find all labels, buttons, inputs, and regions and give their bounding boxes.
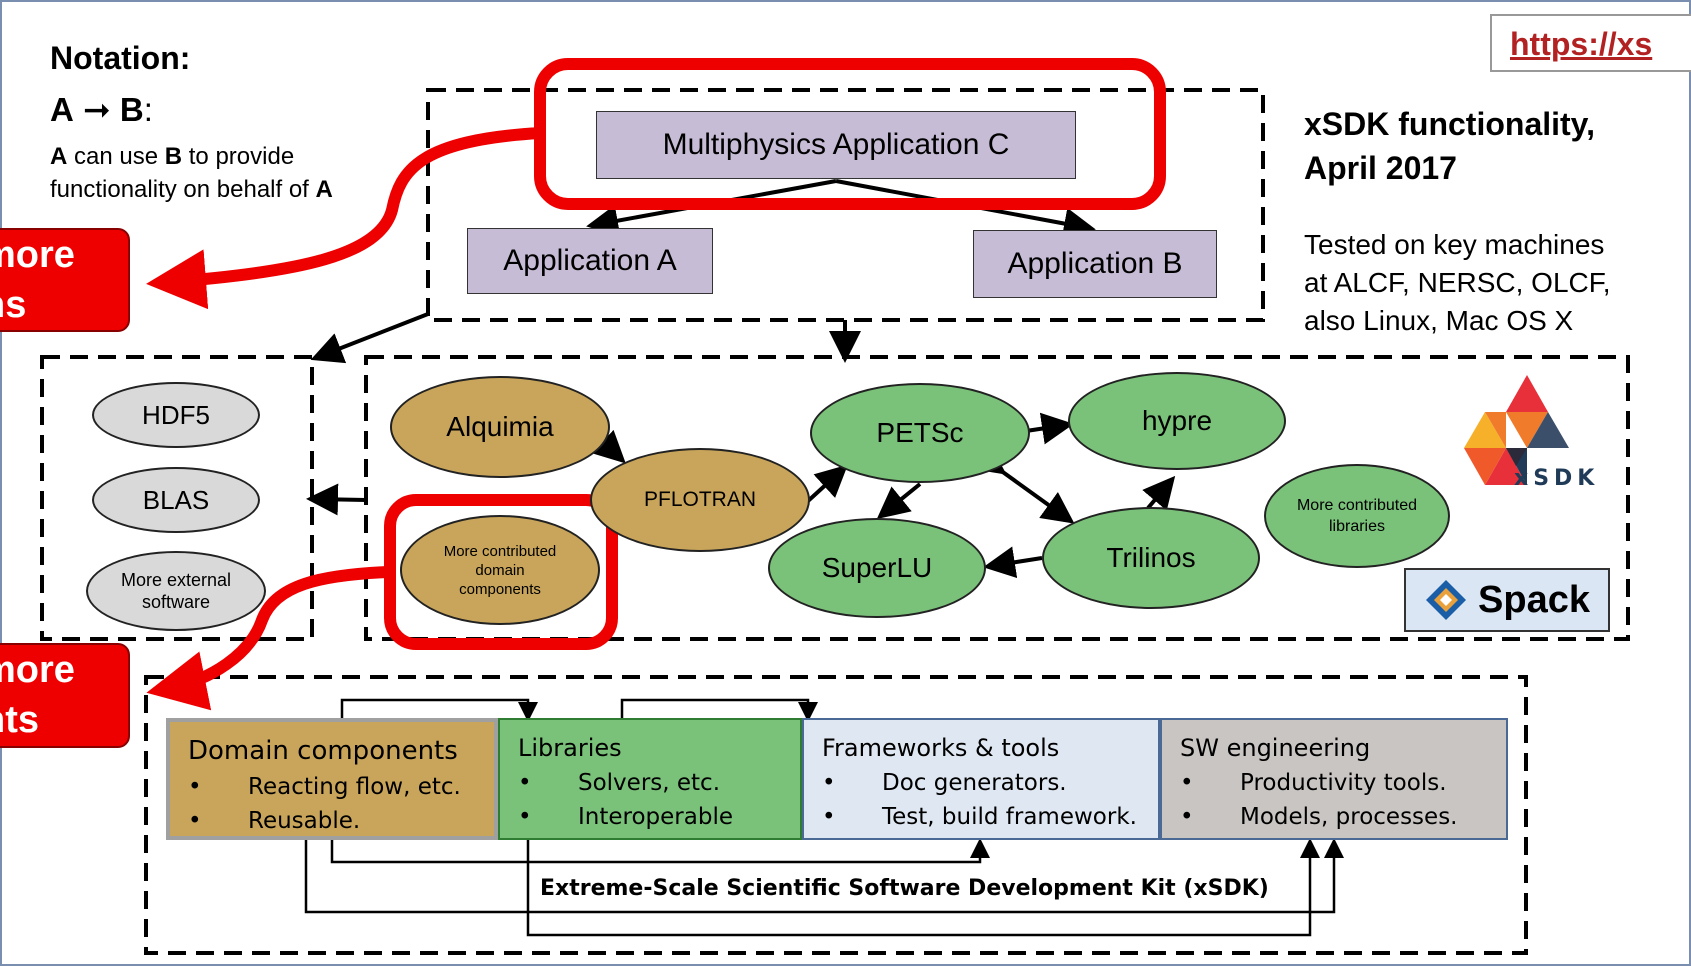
callout-more-applications: more ns (0, 228, 130, 332)
desc-b: B (164, 143, 183, 170)
trilinos-node: Trilinos (1042, 507, 1260, 609)
highlight-more-domain (384, 494, 618, 650)
notation-formula: A ➞ B: (50, 90, 153, 129)
notation-colon: : (143, 91, 153, 128)
bullet: • (822, 804, 836, 830)
callout-more-components: more nts (0, 643, 130, 748)
superlu-node: SuperLU (768, 518, 986, 618)
notation-b: B (119, 91, 144, 128)
more-libs-node: More contributed libraries (1264, 464, 1450, 568)
category-title: Frameworks & tools (822, 734, 1060, 762)
url-link[interactable]: https://xs (1490, 14, 1691, 72)
functionality-desc: Tested on key machines at ALCF, NERSC, O… (1304, 226, 1611, 340)
functionality-title: xSDK functionality, April 2017 (1304, 102, 1595, 190)
category-item: Productivity tools. (1240, 770, 1447, 796)
xsdk-logo-text: xSDK (1514, 466, 1600, 491)
desc-a: A (50, 143, 68, 170)
functionality-desc-line: Tested on key machines (1304, 229, 1605, 260)
notation-a: A (50, 91, 74, 128)
callout-line: more (0, 234, 75, 276)
category-sw-engineering: SW engineering • Productivity tools. • Mod… (1160, 718, 1508, 840)
callout-line: more (0, 649, 75, 691)
category-title: Libraries (518, 734, 622, 762)
pflotran-node: PFLOTRAN (590, 448, 810, 552)
bullet: • (188, 774, 202, 800)
spack-label: Spack (1478, 578, 1590, 621)
external-box (40, 355, 314, 641)
hdf5-node: HDF5 (92, 382, 260, 448)
category-item: Solvers, etc. (578, 770, 721, 796)
category-item: Models, processes. (1240, 804, 1458, 830)
category-frameworks-tools: Frameworks & tools • Doc generators. • Tes… (802, 718, 1160, 840)
desc-mid: can use (67, 143, 165, 170)
bullet: • (518, 804, 532, 830)
bullet: • (1180, 804, 1194, 830)
bullet: • (822, 770, 836, 796)
functionality-desc-line: also Linux, Mac OS X (1304, 305, 1574, 336)
hypre-node: hypre (1068, 372, 1286, 470)
arrow-right-icon: ➞ (83, 91, 111, 128)
desc-rest: to provide functionality on behalf of (50, 143, 316, 203)
functionality-desc-line: at ALCF, NERSC, OLCF, (1304, 267, 1611, 298)
functionality-title-line: April 2017 (1304, 150, 1457, 186)
app-a-box: Application A (467, 228, 713, 294)
notation-title: Notation: (50, 40, 191, 76)
category-item: Test, build framework. (882, 804, 1137, 830)
functionality-title-line: xSDK functionality, (1304, 106, 1595, 142)
bullet: • (1180, 770, 1194, 796)
spack-icon (1426, 580, 1467, 620)
alquimia-node: Alquimia (390, 376, 610, 478)
bullet: • (188, 808, 202, 834)
category-item: Doc generators. (882, 770, 1067, 796)
category-item: Interoperable (578, 804, 733, 830)
blas-node: BLAS (92, 467, 260, 533)
category-title: Domain components (188, 736, 458, 766)
bullet: • (518, 770, 532, 796)
categories-box (144, 675, 1528, 955)
notation-description: A can use B to provide functionality on … (50, 140, 395, 206)
spack-logo: Spack (1404, 568, 1610, 632)
category-item: Reusable. (248, 808, 361, 834)
category-item: Reacting flow, etc. (248, 774, 461, 800)
category-title: SW engineering (1180, 734, 1371, 762)
callout-line: nts (0, 699, 39, 741)
app-c-box: Multiphysics Application C (596, 111, 1076, 179)
callout-line: ns (0, 284, 27, 326)
more-external-node: More external software (86, 551, 266, 631)
app-b-box: Application B (973, 230, 1217, 298)
category-libraries: Libraries • Solvers, etc. • Interoperable (498, 718, 802, 840)
xsdk-kit-label: Extreme-Scale Scientific Software Develo… (540, 876, 1269, 901)
petsc-node: PETSc (810, 383, 1030, 483)
xsdk-logo-icon (1464, 375, 1569, 485)
desc-a2: A (315, 176, 333, 203)
category-domain-components: Domain components • Reacting flow, etc. •… (166, 718, 498, 840)
more-domain-node: More contributed domain components (400, 515, 600, 625)
